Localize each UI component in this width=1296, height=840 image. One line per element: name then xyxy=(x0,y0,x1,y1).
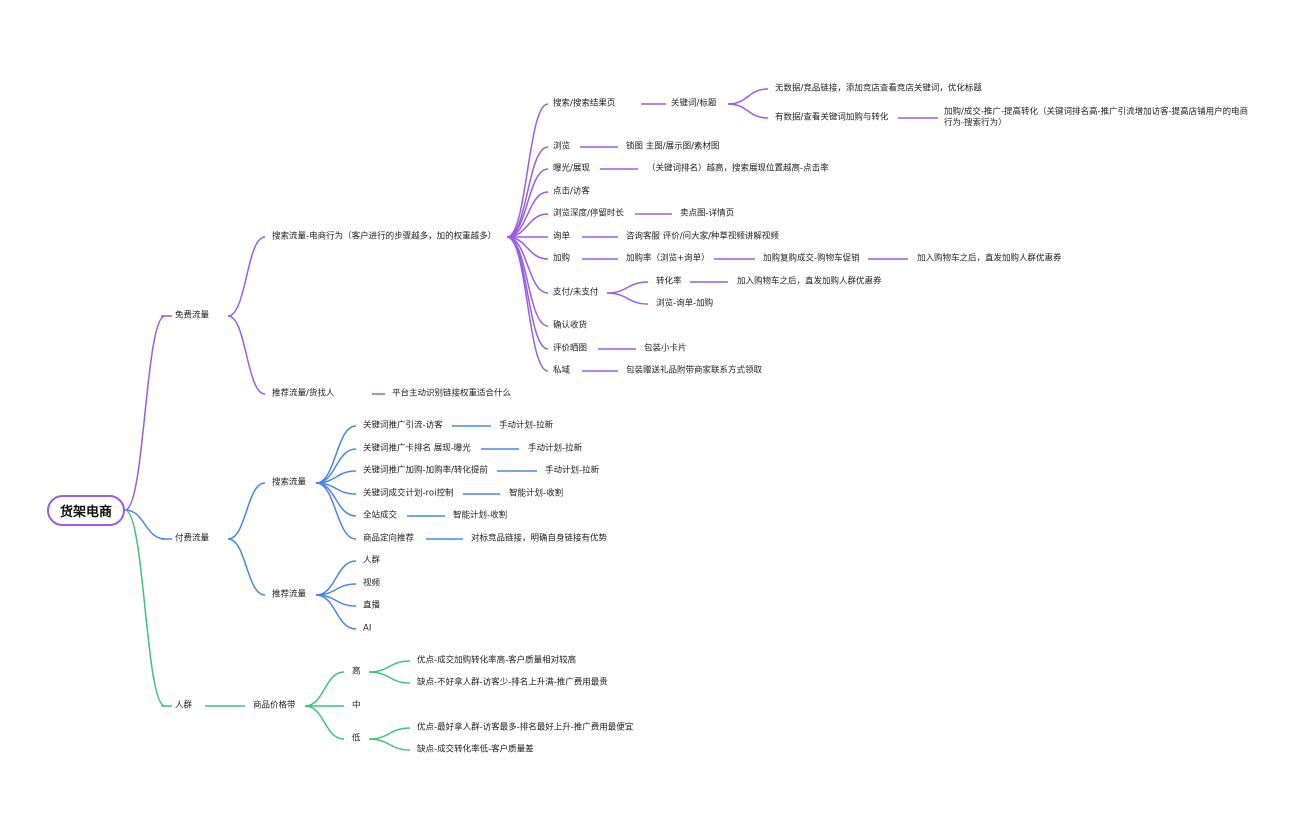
connector xyxy=(124,315,166,511)
connector xyxy=(315,425,357,484)
node-mid[interactable]: 中 xyxy=(352,700,361,711)
node-s7-b[interactable]: 加购复购成交-购物车促销 xyxy=(763,253,860,264)
connector xyxy=(506,168,549,238)
connector xyxy=(606,292,649,305)
node-p4-leaf[interactable]: 智能计划-收割 xyxy=(509,488,564,499)
node-s10[interactable]: 评价晒图 xyxy=(553,343,588,354)
node-low-con[interactable]: 缺点-成交转化率低-客户质量差 xyxy=(417,744,534,755)
node-s5-leaf[interactable]: 卖点图-详情页 xyxy=(680,208,735,219)
node-low-pro[interactable]: 优点-最好拿人群-访客最多-排名最好上升-推广费用最便宜 xyxy=(417,722,634,733)
node-s7[interactable]: 加购 xyxy=(553,253,571,264)
connector xyxy=(506,103,549,238)
connector xyxy=(727,88,769,105)
node-s10-leaf[interactable]: 包装小卡片 xyxy=(644,343,687,354)
connector xyxy=(315,482,357,540)
node-s11-leaf[interactable]: 包装赠送礼品附带商家联系方式领取 xyxy=(626,365,763,376)
node-low[interactable]: 低 xyxy=(352,733,361,744)
node-s2-leaf[interactable]: 锁图 主图/展示图/素材图 xyxy=(626,141,720,152)
node-p2[interactable]: 关键词推广卡排名 展现-曝光 xyxy=(363,443,471,454)
connector xyxy=(315,594,357,630)
connector xyxy=(304,705,345,740)
node-p1-leaf[interactable]: 手动计划-拉新 xyxy=(499,420,554,431)
node-crowd[interactable]: 人群 xyxy=(175,700,193,711)
node-s1[interactable]: 搜索/搜索结果页 xyxy=(553,98,616,109)
node-s6-leaf[interactable]: 咨询客服 评价/问大家/种草视频讲解视频 xyxy=(626,231,779,242)
node-s1-nodata[interactable]: 无数据/竞品链接，添加竞店查看竞店关键词，优化标题 xyxy=(775,83,982,94)
node-s8-a[interactable]: 转化率 xyxy=(656,276,682,287)
node-s8-a-leaf[interactable]: 加入购物车之后，直发加购人群优惠券 xyxy=(737,276,882,287)
node-paid-search[interactable]: 搜索流量 xyxy=(272,477,307,488)
root-node[interactable]: 货架电商 xyxy=(47,495,125,526)
node-s3-leaf[interactable]: （关键词排名）越高，搜索展现位置越高-点击率 xyxy=(647,163,829,174)
connector xyxy=(606,281,649,294)
node-free-search[interactable]: 搜索流量-电商行为（客户进行的步骤越多，加的权重越多） xyxy=(272,231,497,242)
node-free-recommend-leaf[interactable]: 平台主动识别链接权重适合什么 xyxy=(392,388,512,399)
connector xyxy=(727,103,769,119)
node-p3-leaf[interactable]: 手动计划-拉新 xyxy=(545,465,600,476)
node-p5[interactable]: 全站成交 xyxy=(363,510,398,521)
node-s7-c[interactable]: 加入购物车之后，直发加购人群优惠券 xyxy=(917,253,1062,264)
node-p4[interactable]: 关键词成交计划-roi控制 xyxy=(363,488,454,499)
connector xyxy=(368,660,411,673)
connector xyxy=(227,315,266,395)
node-p1[interactable]: 关键词推广引流-访客 xyxy=(363,420,443,431)
node-p3[interactable]: 关键词推广加购-加购率/转化提前 xyxy=(363,465,488,476)
node-s9[interactable]: 确认收货 xyxy=(553,320,588,331)
node-high[interactable]: 高 xyxy=(352,666,361,677)
node-s1-data[interactable]: 有数据/查看关键词加购与转化 xyxy=(775,112,889,123)
node-s1-keyword[interactable]: 关键词/标题 xyxy=(671,98,717,109)
connector xyxy=(506,236,549,350)
node-r-live[interactable]: 直播 xyxy=(363,600,381,611)
node-s5[interactable]: 浏览深度/停留时长 xyxy=(553,208,624,219)
node-free-traffic[interactable]: 免费流量 xyxy=(175,310,210,321)
node-p6[interactable]: 商品定向推荐 xyxy=(363,533,415,544)
node-s1-data-leaf[interactable]: 加购/成交-推广-提高转化（关键词排名高-推广引流增加访客-提高店铺用户的电商行… xyxy=(944,107,1249,128)
node-s8[interactable]: 支付/未支付 xyxy=(553,287,599,298)
node-paid-recommend[interactable]: 推荐流量 xyxy=(272,589,307,600)
node-s8-b[interactable]: 浏览-询单-加购 xyxy=(656,298,714,309)
node-r-crowd[interactable]: 人群 xyxy=(363,555,381,566)
connector xyxy=(227,538,266,596)
connector xyxy=(227,482,266,540)
connector xyxy=(506,146,549,238)
node-paid-traffic[interactable]: 付费流量 xyxy=(175,533,210,544)
node-s3[interactable]: 曝光/展现 xyxy=(553,163,590,174)
node-s7-a[interactable]: 加购率（浏览+询单） xyxy=(626,253,710,264)
node-p2-leaf[interactable]: 手动计划-拉新 xyxy=(528,443,583,454)
node-r-ai[interactable]: AI xyxy=(363,623,372,634)
connector xyxy=(227,236,266,317)
connector xyxy=(368,671,411,684)
connector xyxy=(124,509,166,707)
node-p5-leaf[interactable]: 智能计划-收割 xyxy=(453,510,508,521)
node-s2[interactable]: 浏览 xyxy=(553,141,571,152)
connector xyxy=(506,236,549,327)
node-free-recommend[interactable]: 推荐流量/货找人 xyxy=(272,388,335,399)
connector xyxy=(368,727,411,740)
node-s6[interactable]: 询单 xyxy=(553,231,571,242)
node-high-con[interactable]: 缺点-不好拿人群-访客少-排名上升满-推广费用最贵 xyxy=(417,677,608,688)
connector xyxy=(506,236,549,372)
node-high-pro[interactable]: 优点-成交加购转化率高-客户质量相对较高 xyxy=(417,655,577,666)
connector xyxy=(304,671,345,707)
node-r-video[interactable]: 视频 xyxy=(363,578,381,589)
connector xyxy=(124,509,166,540)
connector xyxy=(368,738,411,751)
node-s4[interactable]: 点击/访客 xyxy=(553,186,590,197)
node-s11[interactable]: 私域 xyxy=(553,365,571,376)
node-p6-leaf[interactable]: 对标竞品链接，明确自身链接有优势 xyxy=(471,533,608,544)
node-price-band[interactable]: 商品价格带 xyxy=(253,700,296,711)
